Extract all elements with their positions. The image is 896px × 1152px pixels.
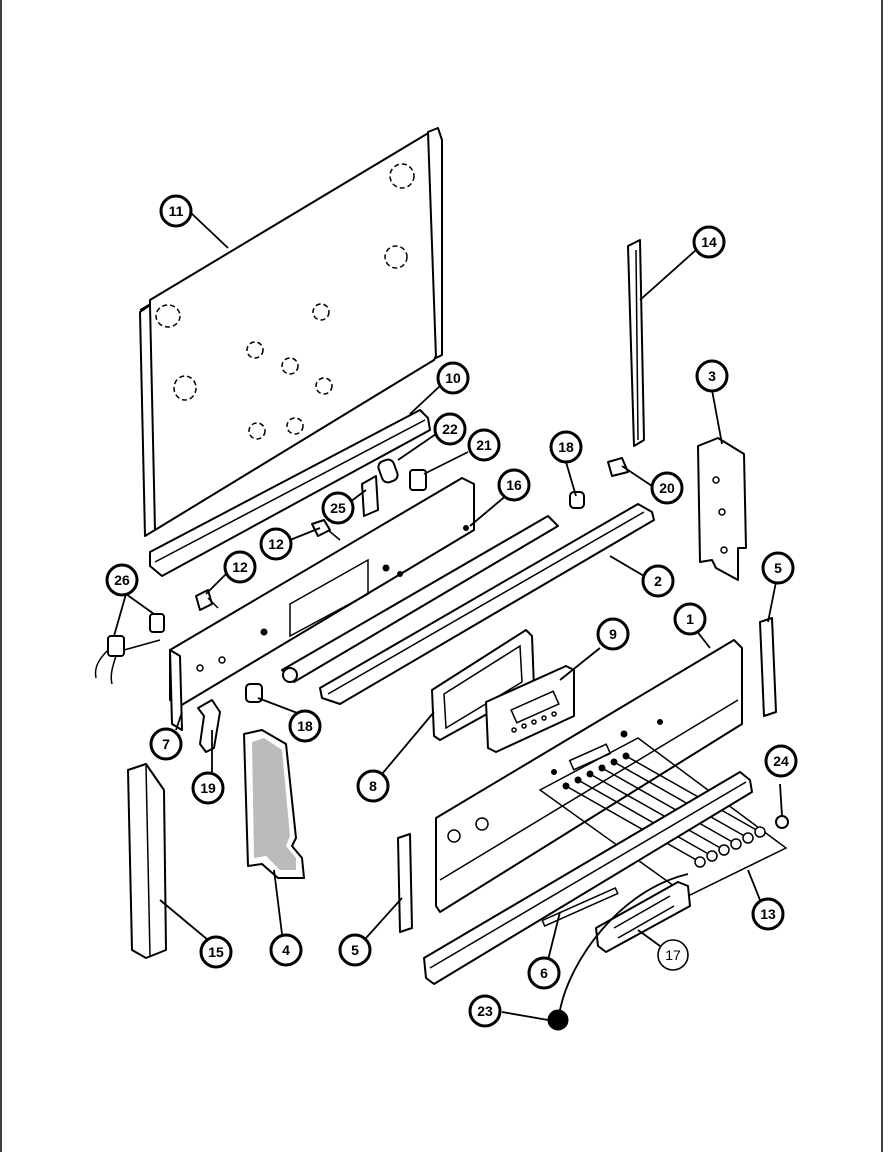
part-7-frame bbox=[169, 477, 475, 731]
callout-1: 1 bbox=[673, 602, 707, 636]
callout-3: 3 bbox=[695, 359, 729, 393]
callout-8: 8 bbox=[356, 769, 390, 803]
callout-12b: 12 bbox=[259, 527, 293, 561]
callout-label: 20 bbox=[659, 480, 675, 496]
callout-label: 12 bbox=[268, 536, 284, 552]
callout-label: 8 bbox=[369, 778, 377, 794]
callout-label: 9 bbox=[609, 626, 617, 642]
callout-label: 22 bbox=[442, 421, 458, 437]
callout-label: 23 bbox=[477, 1003, 493, 1019]
part-12-screw bbox=[311, 519, 341, 541]
callout-label: 7 bbox=[162, 736, 170, 752]
leader-lines bbox=[113, 211, 783, 1021]
callout-18a: 18 bbox=[549, 430, 583, 464]
part-5-strip bbox=[759, 617, 777, 717]
callout-label: 18 bbox=[297, 718, 313, 734]
callout-label: 5 bbox=[774, 560, 782, 576]
callout-label: 15 bbox=[208, 944, 224, 960]
callout-9: 9 bbox=[596, 617, 630, 651]
part-6-rail bbox=[423, 771, 753, 985]
callout-label: 21 bbox=[476, 437, 492, 453]
part-3-bracket bbox=[697, 437, 747, 581]
callout-label: 12 bbox=[232, 559, 248, 575]
callout-label: 11 bbox=[169, 203, 184, 219]
part-16-tube bbox=[281, 515, 559, 683]
callout-10: 10 bbox=[436, 361, 470, 395]
callout-19: 19 bbox=[191, 771, 225, 805]
part-17-vent bbox=[595, 881, 691, 953]
callout-label: 16 bbox=[506, 477, 522, 493]
callout-17: 17 bbox=[657, 939, 689, 971]
part-26-terminal bbox=[94, 613, 165, 685]
callout-22: 22 bbox=[433, 412, 467, 446]
part-11-back-panel bbox=[139, 127, 443, 537]
part-24-knob bbox=[775, 815, 789, 829]
callout-label: 2 bbox=[654, 573, 662, 589]
callout-18b: 18 bbox=[288, 709, 322, 743]
part-2-shield bbox=[319, 503, 655, 705]
part-9-display bbox=[485, 665, 575, 753]
part-23-knob bbox=[547, 1009, 569, 1031]
callout-15: 15 bbox=[199, 935, 233, 969]
callout-5a: 5 bbox=[761, 551, 795, 585]
part-4-insulation bbox=[243, 729, 305, 879]
callout-7: 7 bbox=[149, 727, 183, 761]
part-22-spacer bbox=[377, 458, 399, 484]
callout-label: 1 bbox=[686, 611, 694, 627]
part-18-clip bbox=[245, 683, 263, 703]
part-15-strip bbox=[127, 763, 167, 959]
part-21-clip bbox=[409, 469, 427, 491]
part-20-clip bbox=[607, 457, 629, 477]
part-13-knob-plate bbox=[538, 737, 788, 897]
callout-6: 6 bbox=[527, 956, 561, 990]
part-12-screw bbox=[195, 589, 219, 611]
callout-13: 13 bbox=[751, 897, 785, 931]
callout-2: 2 bbox=[641, 564, 675, 598]
callout-11: 11 bbox=[159, 194, 193, 228]
callout-label: 24 bbox=[773, 753, 789, 769]
callout-label: 10 bbox=[445, 370, 461, 386]
callout-label: 4 bbox=[282, 942, 290, 958]
part-25-clip bbox=[361, 475, 379, 517]
callout-label: 17 bbox=[665, 947, 681, 963]
callout-5b: 5 bbox=[338, 933, 372, 967]
callout-label: 3 bbox=[708, 368, 716, 384]
callout-12a: 12 bbox=[223, 550, 257, 584]
callout-label: 19 bbox=[200, 780, 216, 796]
callout-20: 20 bbox=[650, 471, 684, 505]
part-10-channel bbox=[149, 409, 431, 577]
part-14-strip bbox=[627, 239, 645, 447]
callout-4: 4 bbox=[269, 933, 303, 967]
callout-16: 16 bbox=[497, 468, 531, 502]
callout-label: 13 bbox=[760, 906, 776, 922]
callout-14: 14 bbox=[692, 225, 726, 259]
callout-21: 21 bbox=[467, 428, 501, 462]
callout-label: 26 bbox=[114, 572, 130, 588]
part-18-clip bbox=[569, 491, 585, 509]
callout-23: 23 bbox=[468, 994, 502, 1028]
callout-label: 25 bbox=[330, 500, 346, 516]
callout-label: 18 bbox=[558, 439, 574, 455]
callout-26: 26 bbox=[105, 563, 139, 597]
part-5-strip bbox=[397, 833, 413, 933]
callout-24: 24 bbox=[764, 744, 798, 778]
callout-25: 25 bbox=[321, 491, 355, 525]
callout-label: 14 bbox=[701, 234, 717, 250]
callout-label: 5 bbox=[351, 942, 359, 958]
part-19-bracket bbox=[197, 699, 221, 753]
callout-label: 6 bbox=[540, 965, 548, 981]
